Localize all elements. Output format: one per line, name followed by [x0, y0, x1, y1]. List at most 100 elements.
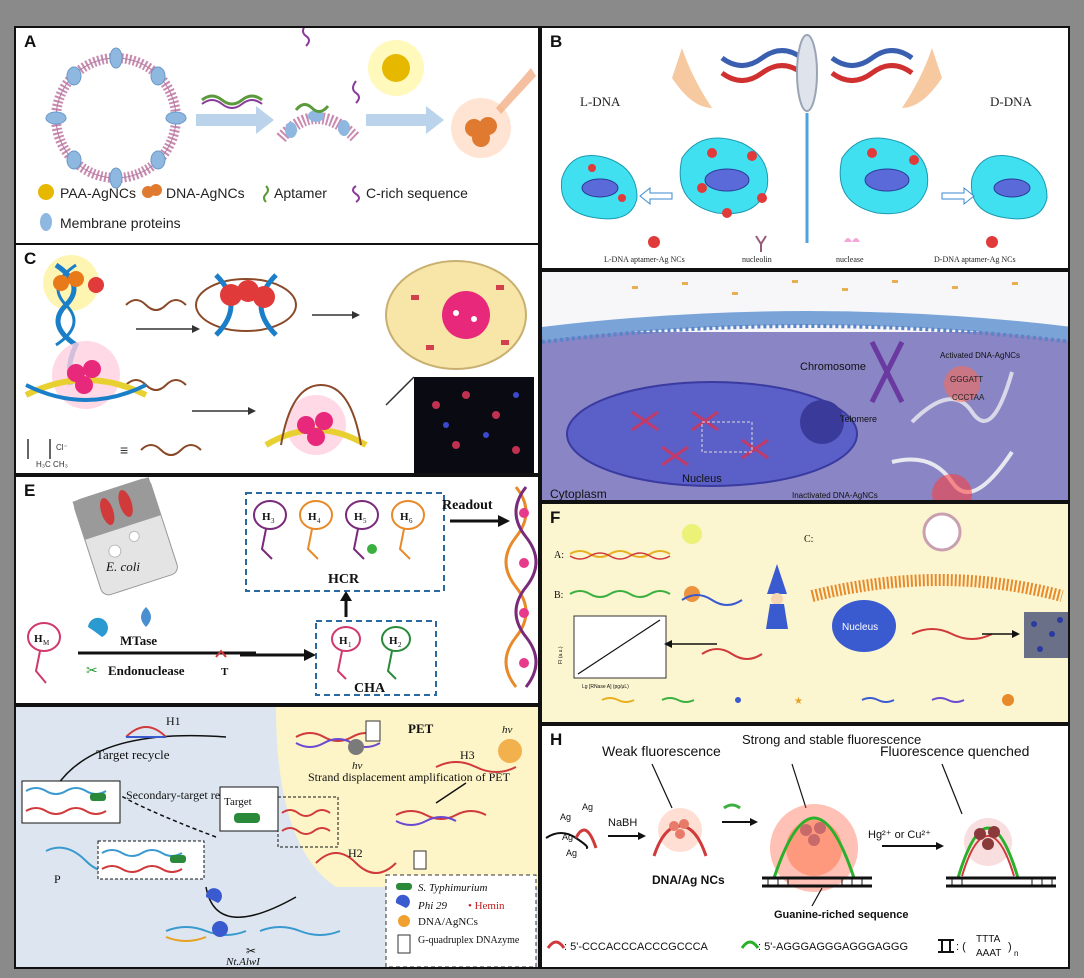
- hairpin-h4-sub: 4: [317, 517, 321, 525]
- h-ag-3: Ag: [562, 832, 573, 842]
- hairpin-h4: H: [308, 511, 317, 523]
- svg-text:): ): [1008, 941, 1012, 953]
- cha-label: CHA: [354, 681, 386, 696]
- endonuclease-label: Endonuclease: [108, 663, 185, 678]
- panel-g-illustration: H1 Target recycle Secondary-target recyc…: [16, 707, 538, 967]
- panel-e-illustration: E. coli H 3 H 4 H 5 H 6 HCR Readout H: [27, 477, 538, 696]
- legend-aptamer: Aptamer: [274, 185, 327, 201]
- f-nucleus: Nucleus: [842, 622, 878, 633]
- svg-text:✂: ✂: [86, 662, 98, 678]
- panel-f-illustration: A: B: C: FI (a.u.) Lg [RNase A] (pg/μL) …: [554, 512, 1068, 707]
- g-legend-typhimurium: S. Typhimurium: [418, 882, 488, 894]
- activated-label: Activated DNA-AgNCs: [940, 351, 1020, 360]
- mtase-label: MTase: [120, 633, 157, 648]
- g-h2: H2: [348, 846, 363, 860]
- legend-dna-agncs: DNA-AgNCs: [166, 185, 245, 201]
- panel-b: B L-DNA D-DNA: [540, 26, 1070, 270]
- panel-a-illustration: PAA-AgNCs DNA-AgNCs Aptamer C-rich seque…: [38, 28, 536, 231]
- cytoplasm-label: Cytoplasm: [550, 487, 607, 501]
- g-legend-dna-agncs: DNA/AgNCs: [418, 916, 478, 928]
- panel-b-illustration: L-DNA D-DNA: [560, 34, 1048, 264]
- panel-label: C: [24, 249, 37, 268]
- f-b-label: B:: [554, 590, 563, 601]
- cha-h1: H: [339, 635, 348, 647]
- h-seq-aaat: AAAT: [976, 948, 1001, 959]
- g-legend-phi29: Phi 29: [417, 900, 448, 912]
- d-dna-title: D-DNA: [990, 94, 1032, 109]
- legend-paa-agncs: PAA-AgNCs: [60, 185, 136, 201]
- legend-nuclease: nuclease: [836, 255, 864, 264]
- cha-h2: H: [389, 635, 398, 647]
- h-ion: Hg²⁺ or Cu²⁺: [868, 829, 931, 841]
- svg-text:: (: : (: [956, 941, 966, 953]
- g-target-recycle: Target recycle: [96, 747, 170, 762]
- panel-c-illustration: Cl⁻ H₃C CH₃ ≡: [24, 255, 534, 473]
- g-h3: H3: [460, 748, 475, 762]
- panel-label: E: [24, 481, 36, 500]
- panel-label: F: [550, 508, 561, 527]
- h-ag-1: Ag: [560, 812, 571, 822]
- h-ag-4: Ag: [566, 848, 577, 858]
- panel-a: A PAA: [14, 26, 540, 246]
- ecoli-label: E. coli: [105, 559, 140, 574]
- g-legend-gq: G-quadruplex DNAzyme: [418, 935, 520, 946]
- hcr-label: HCR: [328, 572, 360, 587]
- panel-h: H Weak fluorescence Strong and stable fl…: [540, 724, 1070, 969]
- hm-label: H: [34, 633, 43, 645]
- g-hv-2: hν: [502, 724, 513, 736]
- h-dna-ag-ncs: DNA/Ag NCs: [652, 873, 725, 887]
- h-guanine: Guanine-riched sequence: [774, 909, 908, 921]
- g-h1: H1: [166, 714, 181, 728]
- readout-label: Readout: [442, 498, 493, 513]
- seq-ccctaa: CCCTAA: [952, 393, 985, 402]
- legend-membrane-proteins: Membrane proteins: [60, 215, 181, 231]
- svg-text:✂: ✂: [246, 944, 256, 958]
- h-seq-c-rich: : 5'-CCCACCCACCCGCCCA: [564, 941, 709, 953]
- hairpin-h3-sub: 3: [271, 517, 275, 525]
- legend-nucleolin: nucleolin: [742, 255, 772, 264]
- h-ag-2: Ag: [582, 802, 593, 812]
- t-label: T: [221, 666, 229, 678]
- panel-label: B: [550, 32, 563, 51]
- hairpin-h5-sub: 5: [363, 517, 367, 525]
- g-hv-1: hν: [352, 760, 363, 772]
- g-legend-hemin: • Hemin: [468, 900, 505, 912]
- panel-f: F A: B: C: FI (a.u.) Lg [RNase A] (pg/μL…: [540, 502, 1070, 724]
- svg-text:Cl⁻: Cl⁻: [56, 443, 68, 452]
- panel-g: G H1 Target recycle Secondary-target rec…: [14, 705, 540, 969]
- hairpin-h5: H: [354, 511, 363, 523]
- chromosome-label: Chromosome: [800, 361, 866, 373]
- cha-h1-sub: 1: [348, 641, 352, 649]
- hairpin-h6: H: [400, 511, 409, 523]
- l-dna-title: L-DNA: [580, 94, 621, 109]
- g-pet: PET: [408, 721, 434, 736]
- hairpin-h6-sub: 6: [409, 517, 413, 525]
- cha-h2-sub: 2: [398, 641, 402, 649]
- h-seq-n: n: [1014, 949, 1018, 958]
- h-weak: Weak fluorescence: [602, 743, 721, 759]
- inactivated-label: Inactivated DNA-AgNCs: [792, 491, 878, 500]
- h-strong: Strong and stable fluorescence: [742, 732, 921, 747]
- g-target: Target: [224, 796, 252, 808]
- h-quenched: Fluorescence quenched: [880, 743, 1029, 759]
- panel-label: H: [550, 730, 563, 749]
- h-nabh4: NaBH: [608, 817, 637, 829]
- g-sda: Strand displacement amplification of PET: [308, 770, 511, 784]
- panel-d: D Chromosome Activated DNA-AgNCs Telomer…: [540, 270, 1070, 502]
- seq-gggatt: GGGATT: [950, 375, 983, 384]
- h-seq-g-rich: : 5'-AGGGAGGGAGGGAGGG: [758, 941, 908, 953]
- panel-c: C Cl⁻: [14, 243, 540, 475]
- h-seq-ttta: TTTA: [976, 934, 1001, 945]
- g-p: P: [54, 872, 61, 886]
- f-xaxis: Lg [RNase A] (pg/μL): [582, 684, 629, 690]
- hairpin-h3: H: [262, 511, 271, 523]
- panel-d-illustration: Chromosome Activated DNA-AgNCs Telomere …: [542, 272, 1068, 501]
- f-a-label: A:: [554, 550, 564, 561]
- g-secondary-recycle: Secondary-target recycle: [126, 788, 245, 802]
- nucleus-label: Nucleus: [682, 473, 722, 485]
- hm-sub: M: [43, 639, 50, 647]
- panel-h-illustration: Weak fluorescence Strong and stable fluo…: [545, 732, 1056, 959]
- legend-d-dna-aptamer: D-DNA aptamer-Ag NCs: [934, 255, 1016, 264]
- f-yaxis: FI (a.u.): [558, 646, 564, 664]
- f-c-label: C:: [804, 534, 813, 545]
